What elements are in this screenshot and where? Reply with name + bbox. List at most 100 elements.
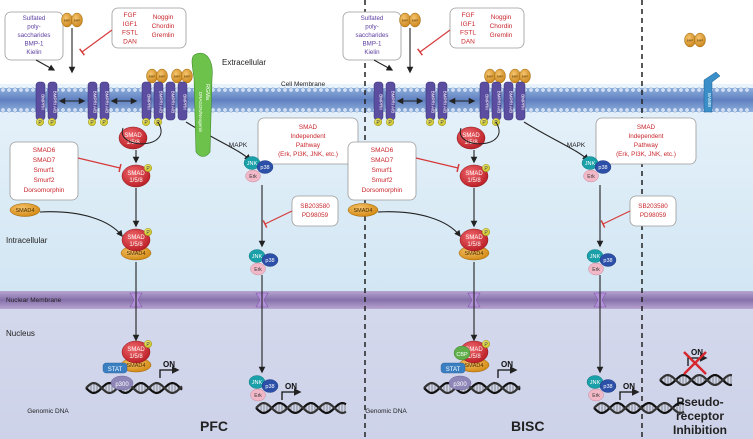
bisc-p-a2 (386, 117, 395, 126)
bisc-p-b2 (438, 117, 447, 126)
bisc-bmp-bound-2-b (519, 68, 531, 84)
pfc-mapk-label: MAPK (229, 142, 248, 149)
pseudo-title-line3: Inhibition (673, 423, 727, 437)
pfc-nonsmad-line-2: Pathway (296, 142, 321, 149)
nuclear-membrane (0, 291, 753, 309)
pfc-nonsmad-line-3: (Erk, PI3K, JNK, etc.) (278, 151, 338, 158)
bisc-cbp-label: CBP (456, 352, 468, 358)
pfc-smad-inhibitor-line-3: Smurf2 (34, 177, 55, 184)
pfc-antag-col2-line-1: Chordin (152, 23, 175, 30)
bisc-smad4-free-label: SMAD4 (354, 208, 373, 214)
pfc-p-c1-label: P (144, 120, 148, 126)
bisc-p-c1-label: P (482, 120, 486, 126)
bisc-smad-complex-smad4-label: SMAD4 (465, 251, 484, 257)
bisc-mapk-dna-strand2 (593, 401, 685, 415)
bisc-bmpr2-c-label: BMPRII (521, 94, 526, 110)
pfc-bmpr1-e (165, 81, 176, 121)
pfc-smad158-b-label2: 1/5/8 (129, 178, 143, 184)
pseudo-on-label: ON (691, 348, 703, 357)
pfc-smad-complex-smad158-label1: SMAD (127, 235, 145, 241)
pfc-mapk-b-jnk-label: JNK (252, 254, 263, 260)
pseudo-title-line2: receptor (676, 409, 724, 423)
bisc-pos-arrow (373, 59, 394, 71)
bisc-p-a1-label: P (376, 120, 380, 126)
bisc-nonsmad-line-2: Pathway (634, 142, 659, 149)
pfc-bmpr1-c-label: BMPRI A/B (105, 91, 110, 114)
bisc-mapk-nuc-jnk-label: JNK (590, 380, 601, 386)
bisc-smad158-a-label1: SMAD (462, 133, 480, 139)
bisc-mapk-inhibition-bar (600, 220, 606, 228)
bisc-mapk-a-erk-label: Erk (587, 174, 595, 180)
pfc-smad4-free (9, 203, 41, 217)
bisc-smad-inhibition-bar (456, 163, 460, 173)
label-nuclear-membrane: Nuclear Membrane (6, 297, 62, 304)
pfc-smad158-b-p-label: P (146, 166, 150, 172)
pfc-antag-col1-line-1: IGF1 (123, 21, 138, 28)
pfc-mapk-inhibitor-line-0: SB203580 (300, 203, 330, 210)
pfc-bmpr1-e-label: BMPRI A/B (171, 91, 176, 114)
pseudo-title-line1: Pseudo- (676, 395, 723, 409)
bisc-pos-modulator-line-1: poly- (365, 24, 378, 31)
label-cell-membrane: Cell Membrane (281, 81, 325, 88)
pfc-mapk-b-p38 (261, 253, 279, 267)
pfc-bmpr2-b-label: BMPRII (147, 94, 152, 110)
bisc-genomic-dna-label: Genomic DNA (365, 408, 407, 415)
pfc-nonsmad-box (257, 117, 359, 165)
pseudo-dna-strand1 (659, 373, 733, 387)
pfc-mapk-a-erk-label: Erk (249, 174, 257, 180)
bisc-smad-complex-smad158-label1: SMAD (465, 235, 483, 241)
pfc-mapk-b-erk-label: Erk (254, 267, 262, 273)
bisc-bmp-bound-1-label-a: BMP (487, 75, 494, 79)
pfc-p-b1-label: P (90, 120, 94, 126)
pfc-smad-complex-smad4-label: SMAD4 (127, 251, 146, 257)
bisc-mapk-a-p38 (594, 160, 612, 174)
pfc-bmp-free-label-b: BMP (74, 19, 81, 23)
bisc-bmp-bound-2-label-b: BMP (522, 75, 529, 79)
pfc-mapk-nuc-p38 (261, 379, 279, 393)
bisc-smad158-b-label2: 1/5/8 (467, 178, 481, 184)
panel-title-pfc: PFC (200, 418, 228, 434)
bisc-mapk-b-p38 (599, 253, 617, 267)
bisc-bmpr1-e (503, 81, 514, 121)
pfc-smad-complex-nuc-smad158-label1: SMAD (127, 347, 145, 353)
pfc-mapk-a-p38 (256, 160, 274, 174)
bisc-on-smad (497, 366, 518, 378)
pfc-bmp-bound-2-b (181, 68, 193, 84)
bisc-mapk-a-jnk-label: JNK (585, 161, 596, 167)
pfc-pos-modulator-line-0: Sulfated (23, 15, 46, 22)
pfc-antag-col1-line-2: FSTL (122, 30, 138, 37)
pfc-p-b2-label: P (102, 120, 106, 126)
bisc-mapk-nuc-erk-label: Erk (592, 393, 600, 399)
bisc-bmp-free-b (409, 12, 421, 28)
pfc-smad-complex-smad158-p (143, 227, 152, 236)
pfc-smad-inhibitor-box (9, 141, 79, 201)
pfc-coreceptor-label: DRAGON/Neogenin (198, 92, 203, 133)
bisc-mapk-b-erk-label: Erk (592, 267, 600, 273)
bisc-bmpr2-a-label: BMPRII (379, 94, 384, 110)
bisc-antagonist-inhibition (419, 29, 451, 53)
pfc-smad-complex-smad158 (121, 228, 151, 252)
pfc-on-smad (159, 366, 180, 378)
bisc-antag-col1-line-0: FGF (462, 12, 475, 19)
pfc-smad-inhibitor-line-4: Dorsomorphin (24, 187, 65, 194)
bisc-bmpr1-e-label: BMPRI A/B (509, 91, 514, 114)
bisc-mapk-b-erk (588, 262, 604, 276)
bisc-mapk-inhibitor-line-1: PD98059 (640, 212, 667, 219)
bisc-p-b1-label: P (428, 120, 432, 126)
label-extracellular: Extracellular (222, 58, 266, 67)
pfc-mapk-a-jnk-label: JNK (247, 161, 258, 167)
pfc-bmpr1-a-label: BMPRI A/B (53, 91, 58, 114)
pfc-mapk-nuc-erk (250, 388, 266, 402)
pfc-genomic-dna-label: Genomic DNA (27, 408, 69, 415)
pfc-antag-col2-line-2: Gremlin (152, 32, 175, 39)
pfc-mapk-nuc-p38-label: p38 (265, 384, 274, 390)
bisc-antagonist-box (449, 7, 525, 49)
pfc-p300 (110, 375, 134, 391)
pseudo-bmp-label-a: BMP (687, 39, 694, 43)
pfc-stat (102, 362, 128, 374)
pfc-antag-col1-line-3: DAN (123, 38, 137, 45)
pfc-p-a2 (48, 117, 57, 126)
pfc-smad-inhibition (77, 157, 121, 169)
